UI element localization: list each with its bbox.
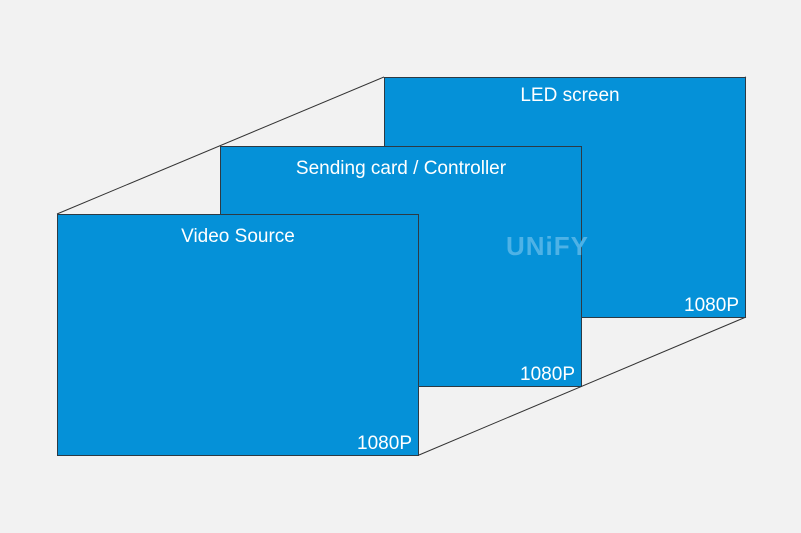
led-screen-label: LED screen <box>520 85 620 106</box>
video-source-resolution: 1080P <box>357 433 412 454</box>
connector-bottom-right <box>418 316 747 456</box>
sending-card-label: Sending card / Controller <box>295 158 507 179</box>
sending-card-resolution: 1080P <box>520 364 575 385</box>
unify-watermark: UNiFY <box>506 231 589 261</box>
video-source-label: Video Source <box>181 226 295 247</box>
connector-top-left <box>56 76 385 215</box>
led-screen-resolution: 1080P <box>684 295 739 316</box>
video-source-panel: Video Source 1080P <box>57 214 419 456</box>
